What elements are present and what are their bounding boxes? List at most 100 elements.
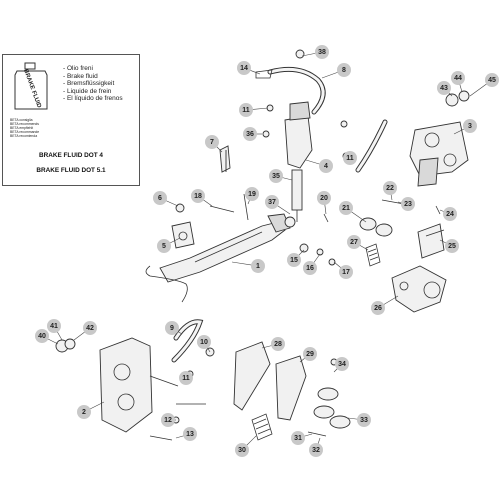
callout-bubble-24 <box>443 207 457 221</box>
callout-number-31: 31 <box>294 435 302 442</box>
rear-brake-caliper <box>409 121 469 187</box>
callout-bubble-32 <box>309 443 323 457</box>
callout-bubble-23 <box>401 197 415 211</box>
callout-bubble-33 <box>357 413 371 427</box>
callout-number-26: 26 <box>374 305 382 312</box>
callout-bubble-40 <box>35 329 49 343</box>
callout-number-17: 17 <box>342 269 350 276</box>
callout-bubble-44 <box>451 71 465 85</box>
callout-number-15: 15 <box>290 257 298 264</box>
callout-number-21: 21 <box>342 205 350 212</box>
callout-bubble-35 <box>269 169 283 183</box>
callout-bubble-3 <box>463 119 477 133</box>
callout-number-34: 34 <box>338 361 346 368</box>
callout-bubble-11 <box>239 103 253 117</box>
callout-bubble-22 <box>383 181 397 195</box>
callout-number-24: 24 <box>446 211 454 218</box>
callout-number-38: 38 <box>318 49 326 56</box>
callout-number-4: 4 <box>324 163 328 170</box>
callout-bubble-38 <box>315 45 329 59</box>
front-pad-spring <box>251 413 273 441</box>
callout-bubble-17 <box>339 265 353 279</box>
callout-number-11: 11 <box>242 107 250 114</box>
pad-spring <box>365 243 381 267</box>
callout-bubble-14 <box>237 61 251 75</box>
front-caliper-pistons <box>313 387 351 429</box>
recommend-it: BETA consiglia <box>10 118 33 122</box>
recommend-es: BETA recomienda <box>10 134 38 138</box>
front-brake-pad-outer <box>233 341 271 411</box>
callout-number-20: 20 <box>320 195 328 202</box>
callout-number-18: 18 <box>194 193 202 200</box>
callout-number-30: 30 <box>238 447 246 454</box>
callout-bubble-43 <box>437 81 451 95</box>
fluid-translation-it: - Olio freni <box>63 65 93 72</box>
callout-bubble-15 <box>287 253 301 267</box>
callout-bubble-18 <box>191 189 205 203</box>
fluid-translation-de: - Bremsflüssigkeit <box>63 80 115 88</box>
callout-number-10: 10 <box>200 339 208 346</box>
callout-bubble-19 <box>245 187 259 201</box>
callout-number-41: 41 <box>50 323 58 330</box>
callout-number-5: 5 <box>162 243 166 250</box>
callout-bubble-9 <box>165 321 179 335</box>
callout-number-33: 33 <box>360 417 368 424</box>
callout-bubble-2 <box>77 405 91 419</box>
callout-bubble-5 <box>157 239 171 253</box>
brake-pad-rear <box>417 223 445 259</box>
callout-bubble-41 <box>47 319 61 333</box>
callout-bubble-25 <box>445 239 459 253</box>
return-spring <box>145 265 188 303</box>
callout-bubble-16 <box>303 261 317 275</box>
brake-fluid-info-box: BRAKE FLUID - Olio freni - Brake fluid -… <box>2 54 140 186</box>
callout-number-14: 14 <box>240 65 248 72</box>
bolts <box>149 193 441 441</box>
callout-number-42: 42 <box>86 325 94 332</box>
callout-bubble-20 <box>317 191 331 205</box>
caliper-pistons <box>359 217 393 237</box>
callout-bubble-4 <box>319 159 333 173</box>
fluid-translation-fr: - Liquide de frein <box>63 87 112 95</box>
callout-number-35: 35 <box>272 173 280 180</box>
recommend-fr: BETA recommande <box>10 130 40 134</box>
callout-number-29: 29 <box>306 351 314 358</box>
callout-bubble-21 <box>339 201 353 215</box>
callout-bubble-42 <box>83 321 97 335</box>
callout-number-2: 2 <box>82 409 86 416</box>
brake-pedal <box>159 213 291 283</box>
callout-bubble-13 <box>183 427 197 441</box>
callout-bubble-27 <box>347 235 361 249</box>
callout-bubble-31 <box>291 431 305 445</box>
callout-number-36: 36 <box>246 131 254 138</box>
fluid-spec-secondary: BRAKE FLUID DOT 5.1 <box>36 167 106 174</box>
callout-bubble-28 <box>271 337 285 351</box>
recommendation-lines: BETA consiglia BETA recommends BETA empf… <box>10 118 39 138</box>
callout-bubble-34 <box>335 357 349 371</box>
callout-number-3: 3 <box>468 123 472 130</box>
callout-bubble-29 <box>303 347 317 361</box>
callout-number-16: 16 <box>306 265 314 272</box>
callout-number-32: 32 <box>312 447 320 454</box>
callout-number-44: 44 <box>454 75 462 82</box>
fluid-spec-primary: BRAKE FLUID DOT 4 <box>39 152 103 159</box>
callout-number-6: 6 <box>158 195 162 202</box>
fluid-translation-en: - Brake fluid <box>63 72 98 80</box>
callout-bubble-36 <box>243 127 257 141</box>
front-brake-caliper <box>99 337 153 433</box>
callout-number-25: 25 <box>448 243 456 250</box>
callout-bubble-11-repeat-0 <box>343 151 357 165</box>
recommend-de: BETA empfiehlt <box>10 126 34 130</box>
callout-bubble-6 <box>153 191 167 205</box>
callout-number-1: 1 <box>256 263 260 270</box>
callout-bubble-1 <box>251 259 265 273</box>
recommend-en: BETA recommends <box>10 122 39 126</box>
callout-number-23: 23 <box>404 201 412 208</box>
callout-number-40: 40 <box>38 333 46 340</box>
callout-number-28: 28 <box>274 341 282 348</box>
brake-fluid-bottle-icon: BRAKE FLUID <box>14 62 48 110</box>
callout-number-12: 12 <box>164 417 172 424</box>
callout-number-11-repeat-0: 11 <box>346 155 354 162</box>
callout-number-9: 9 <box>170 325 174 332</box>
